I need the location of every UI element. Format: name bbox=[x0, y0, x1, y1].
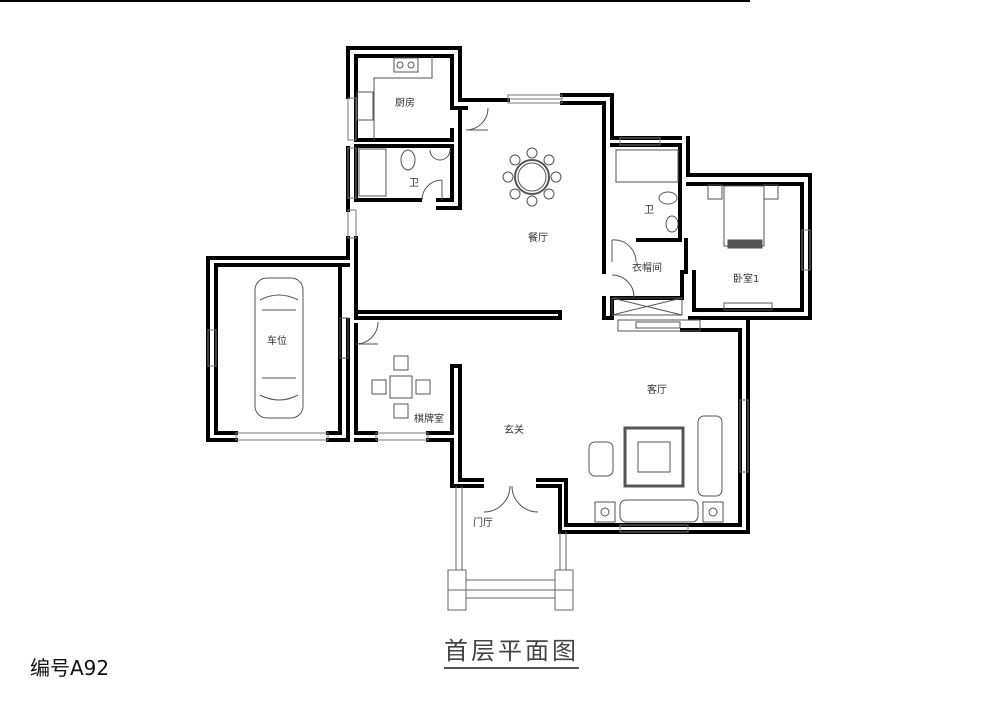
room-label-entry: 门厅 bbox=[473, 518, 493, 529]
drawing-title: 首层平面图 bbox=[444, 636, 579, 669]
room-label-garage: 车位 bbox=[267, 336, 287, 347]
porch bbox=[447, 486, 574, 611]
room-label-closet: 衣帽间 bbox=[632, 263, 662, 274]
doors bbox=[339, 107, 637, 513]
room-label-dining: 餐厅 bbox=[528, 233, 548, 244]
room-label-bath-left: 卫 bbox=[409, 178, 419, 189]
walls bbox=[0, 0, 812, 534]
room-label-foyer: 玄关 bbox=[504, 425, 524, 436]
room-label-bath-right: 卫 bbox=[644, 205, 654, 216]
room-label-bedroom: 卧室1 bbox=[733, 274, 760, 285]
room-label-kitchen: 厨房 bbox=[395, 98, 415, 109]
room-label-living: 客厅 bbox=[647, 385, 667, 396]
windows bbox=[207, 94, 811, 533]
room-label-mahjong: 棋牌室 bbox=[414, 414, 444, 425]
fixtures bbox=[254, 56, 779, 523]
plan-code: 编号A92 bbox=[30, 656, 110, 680]
